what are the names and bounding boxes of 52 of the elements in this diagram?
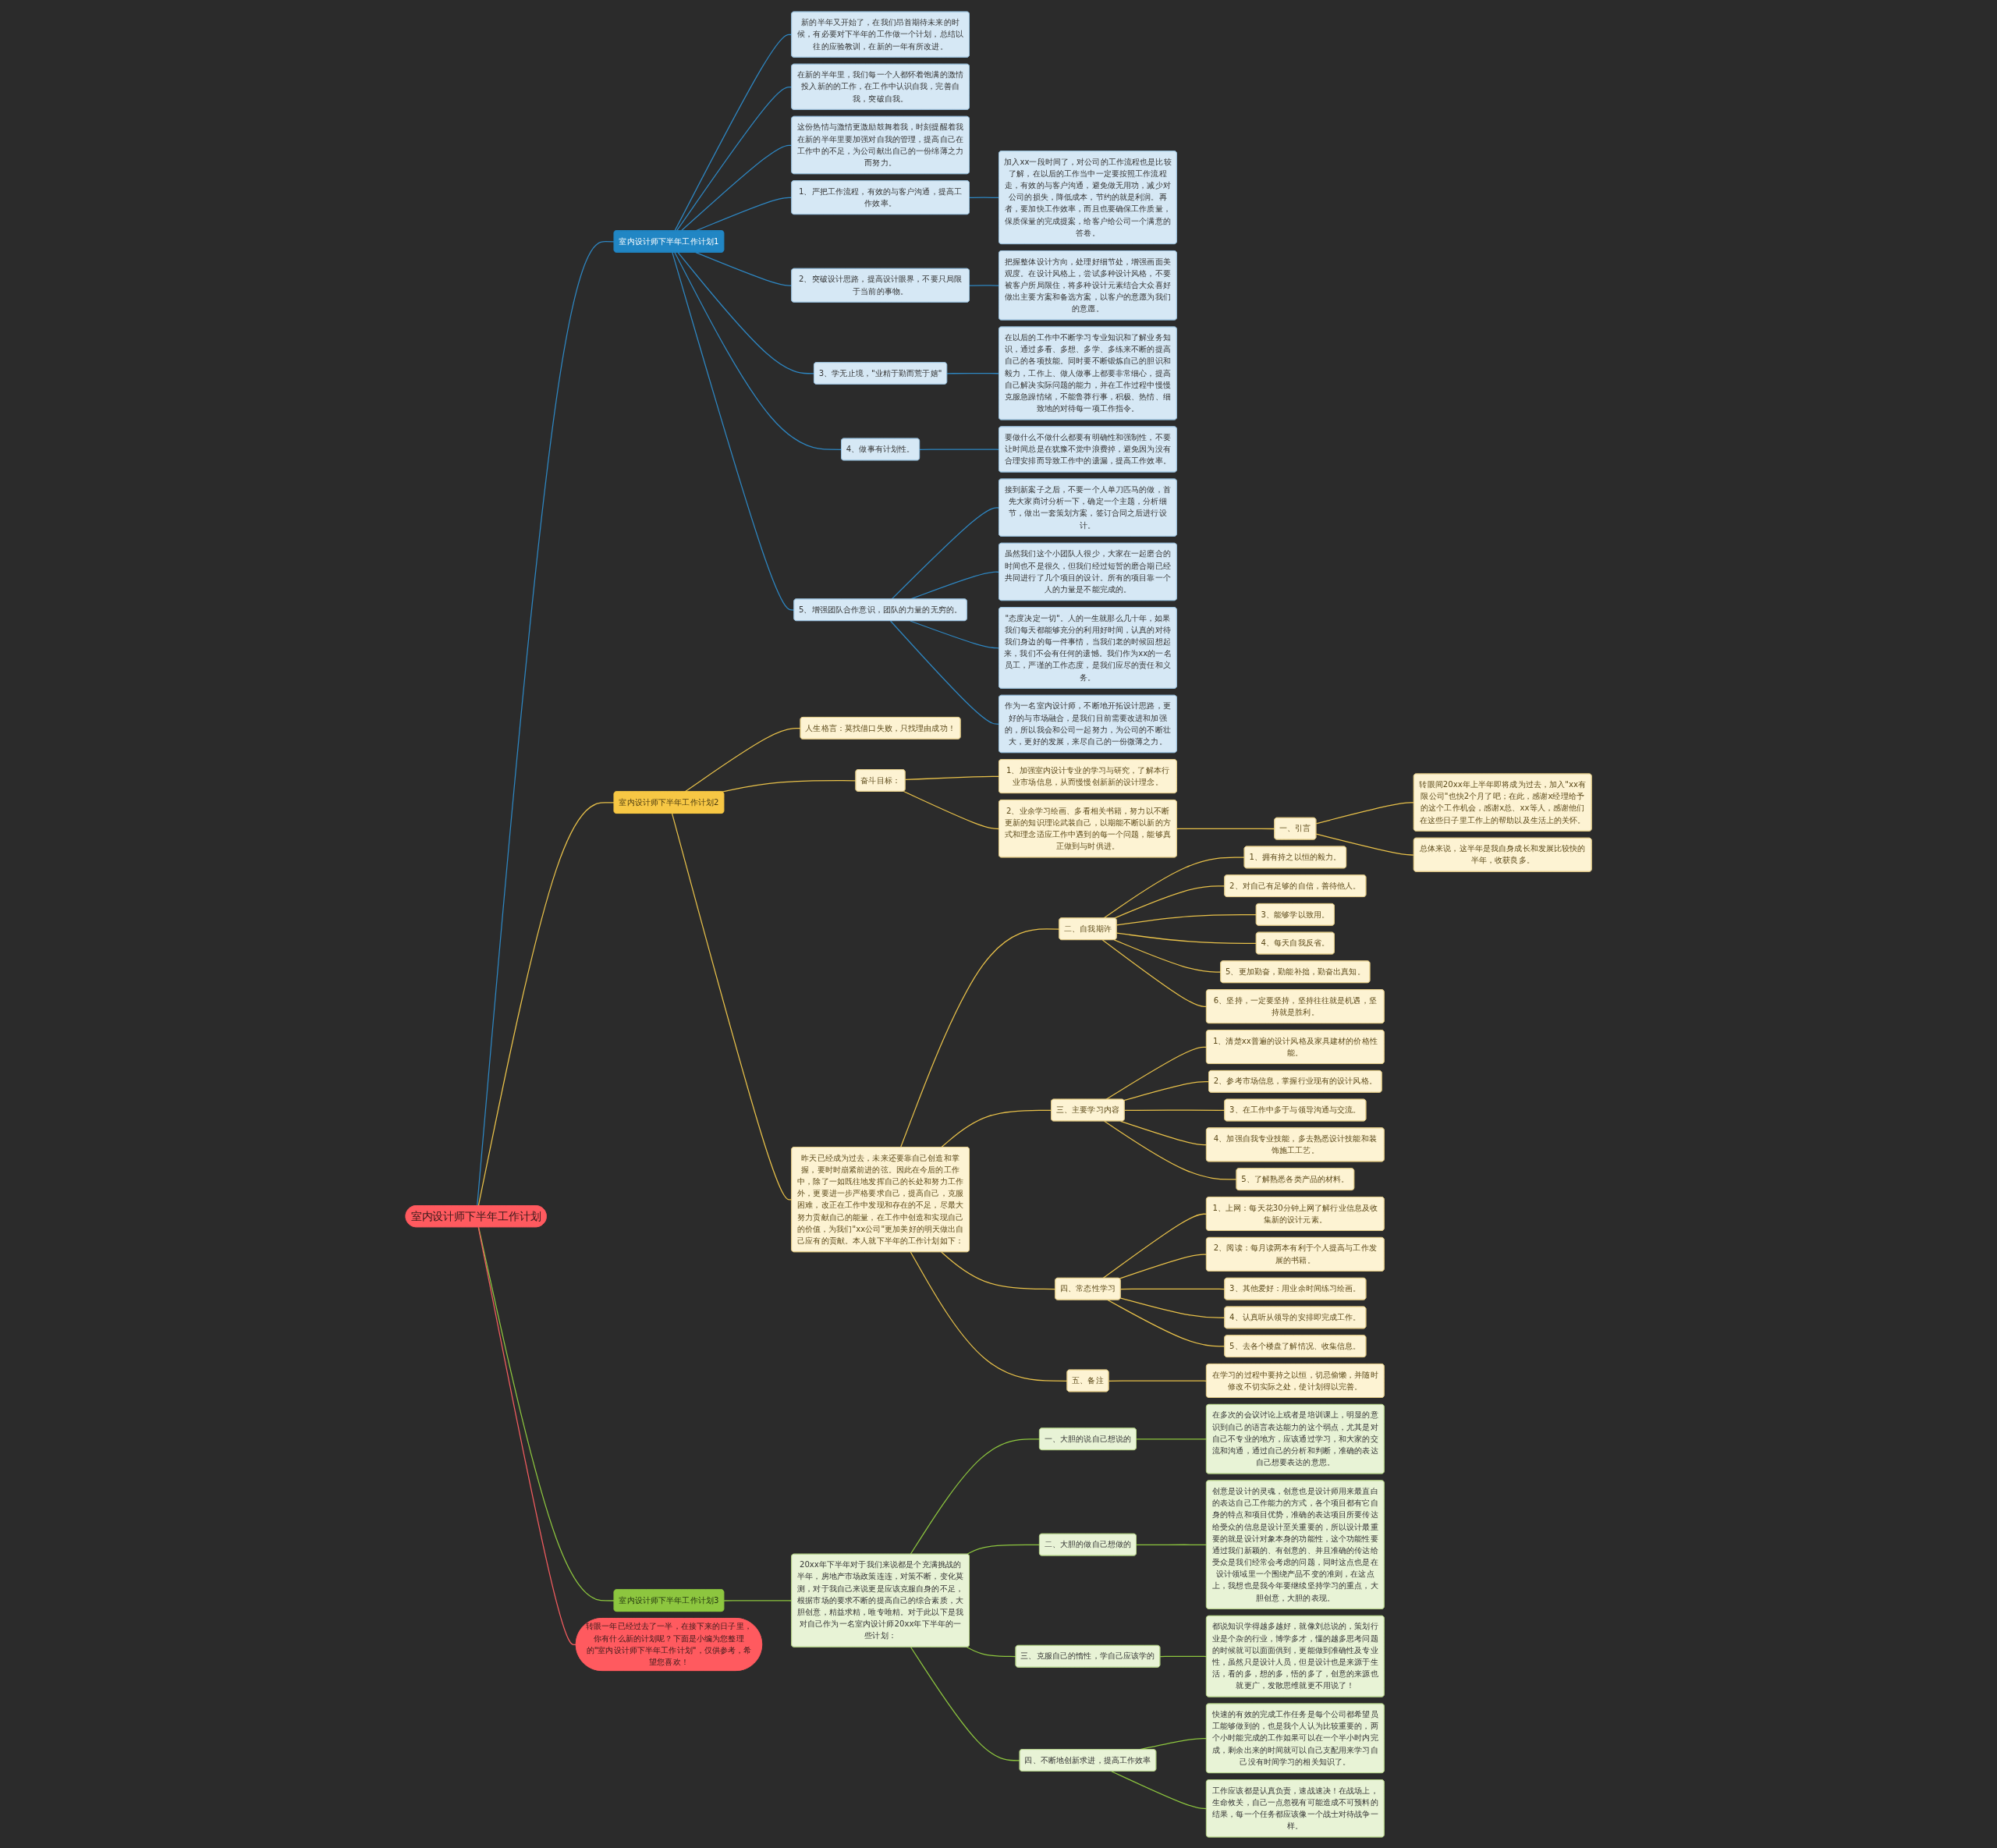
connector	[695, 251, 793, 286]
connector	[477, 801, 615, 1206]
connector	[477, 1225, 577, 1645]
connector	[677, 251, 815, 374]
connector	[680, 144, 793, 231]
connector	[671, 812, 793, 1201]
connector	[910, 619, 1000, 648]
connector	[903, 790, 1000, 829]
connector	[1315, 801, 1415, 824]
connector	[910, 1646, 1020, 1761]
connector	[1113, 938, 1222, 973]
connector	[674, 34, 793, 231]
connector	[672, 251, 795, 611]
connector	[1111, 1770, 1208, 1809]
connector	[940, 1109, 1052, 1147]
connector	[1116, 931, 1257, 944]
connector	[1136, 1438, 1208, 1440]
connector	[966, 1544, 1041, 1555]
connector	[910, 1250, 1068, 1382]
connector	[1103, 857, 1245, 919]
connector	[476, 240, 615, 1206]
connector	[966, 1646, 1016, 1657]
connector	[899, 928, 1060, 1147]
connector	[940, 1250, 1056, 1289]
connector	[723, 1599, 793, 1601]
connector	[1136, 1544, 1208, 1545]
connector	[1119, 1120, 1208, 1145]
connector	[910, 1438, 1041, 1555]
connector	[1101, 938, 1208, 1007]
connector	[969, 197, 1000, 198]
connector	[946, 372, 1000, 374]
connector	[1119, 1254, 1208, 1279]
connector	[889, 619, 1000, 725]
connector	[684, 727, 801, 793]
connector	[1108, 1379, 1208, 1382]
connector	[1123, 1080, 1210, 1101]
connector	[1123, 1109, 1226, 1111]
connector	[676, 86, 793, 231]
connector	[674, 251, 842, 450]
connector	[904, 775, 1000, 780]
connector	[1102, 1213, 1208, 1279]
connector	[1107, 1299, 1226, 1347]
connector	[1103, 1120, 1237, 1180]
connector	[1176, 828, 1275, 829]
connector	[919, 448, 1000, 450]
connector	[1119, 1288, 1226, 1289]
connector	[1315, 833, 1415, 856]
connector	[891, 506, 1000, 600]
connector	[969, 284, 1000, 286]
connector	[1116, 913, 1257, 926]
connector	[1119, 1296, 1226, 1318]
connector	[1159, 1655, 1208, 1657]
